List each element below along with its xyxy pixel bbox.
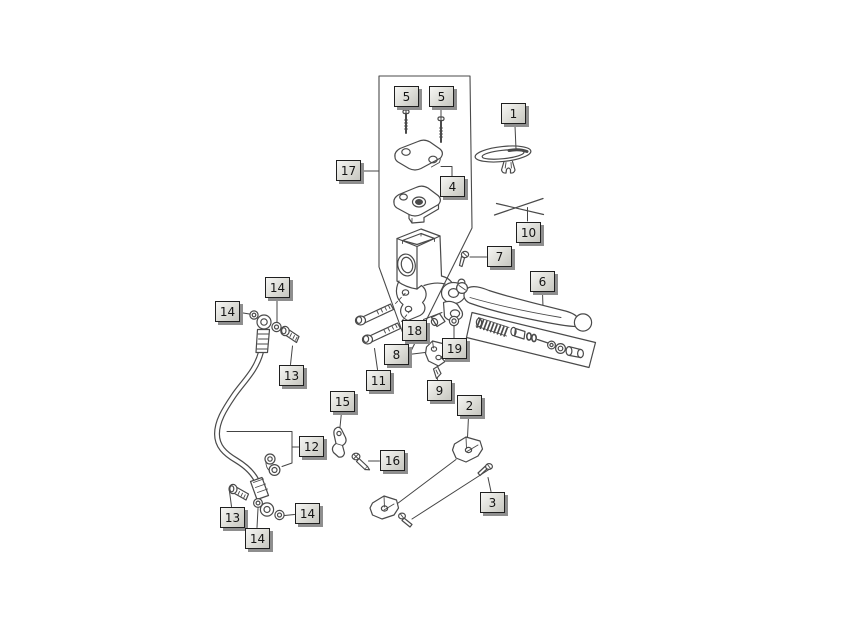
callout-5-left[interactable]: 5 [394, 86, 419, 107]
piston-spring-kit-drawing [465, 311, 597, 369]
hose-guide-drawing [331, 426, 347, 458]
bracket-screws-drawing [398, 463, 494, 528]
hose-clamp-brackets-drawing [369, 436, 484, 520]
banjo-bolts-drawing [228, 325, 300, 501]
callout-7[interactable]: 7 [487, 246, 512, 267]
callout-14-bottom-center[interactable]: 14 [245, 528, 270, 549]
callout-5-right[interactable]: 5 [429, 86, 454, 107]
lever-clamp-drawing [424, 340, 448, 367]
callout-14-top[interactable]: 14 [265, 277, 290, 298]
callout-13-bottom[interactable]: 13 [220, 507, 245, 528]
callout-15[interactable]: 15 [330, 391, 355, 412]
reservoir-cap-screws-drawing [402, 109, 445, 143]
callout-6[interactable]: 6 [530, 271, 555, 292]
callout-14-left[interactable]: 14 [215, 301, 240, 322]
callout-17[interactable]: 17 [336, 160, 361, 181]
reservoir-cap-drawing [394, 139, 443, 171]
callout-11[interactable]: 11 [366, 370, 391, 391]
callout-9[interactable]: 9 [427, 380, 452, 401]
cover-cap-drawing [474, 145, 532, 174]
callout-19[interactable]: 19 [442, 338, 467, 359]
callout-1[interactable]: 1 [501, 103, 526, 124]
sealing-washers-drawing [249, 310, 285, 521]
callout-3[interactable]: 3 [480, 492, 505, 513]
callout-12[interactable]: 12 [299, 436, 324, 457]
callout-8[interactable]: 8 [384, 344, 409, 365]
callout-10[interactable]: 10 [516, 222, 541, 243]
pivot-nut-drawing [448, 315, 460, 327]
guide-screw-drawing [351, 452, 371, 471]
brake-lever-drawing [456, 282, 593, 332]
callout-13-top[interactable]: 13 [279, 365, 304, 386]
callout-2[interactable]: 2 [457, 395, 482, 416]
assembly-group-outline [378, 75, 473, 354]
pivot-pin-drawing [432, 365, 442, 380]
clamp-bolts-drawing [354, 292, 412, 345]
callout-14-bottom-right[interactable]: 14 [295, 503, 320, 524]
callout-18[interactable]: 18 [402, 320, 427, 341]
callout-4[interactable]: 4 [440, 176, 465, 197]
callout-16[interactable]: 16 [380, 450, 405, 471]
split-pin-drawing [493, 197, 545, 216]
brake-hose-drawing [214, 314, 281, 517]
diaphragm-plate-drawing [393, 185, 441, 224]
bleed-screw-drawing [458, 250, 470, 268]
leader-lines [226, 108, 544, 528]
